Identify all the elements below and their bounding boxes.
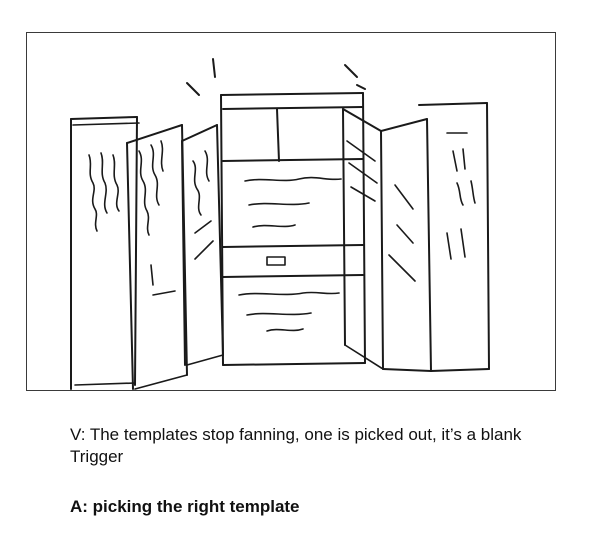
template-card-inner-right [342, 108, 384, 370]
template-card-far-left [70, 116, 140, 390]
template-card-right [380, 118, 432, 372]
template-card-far-right [418, 102, 490, 372]
audio-note: A: picking the right template [70, 497, 300, 516]
template-card-inner-left [181, 124, 224, 366]
sketch-templates-fanning [70, 58, 490, 390]
storyboard-frame [26, 32, 556, 391]
video-note: V: The templates stop fanning, one is pi… [70, 425, 522, 466]
template-card-center-picked [186, 58, 366, 366]
